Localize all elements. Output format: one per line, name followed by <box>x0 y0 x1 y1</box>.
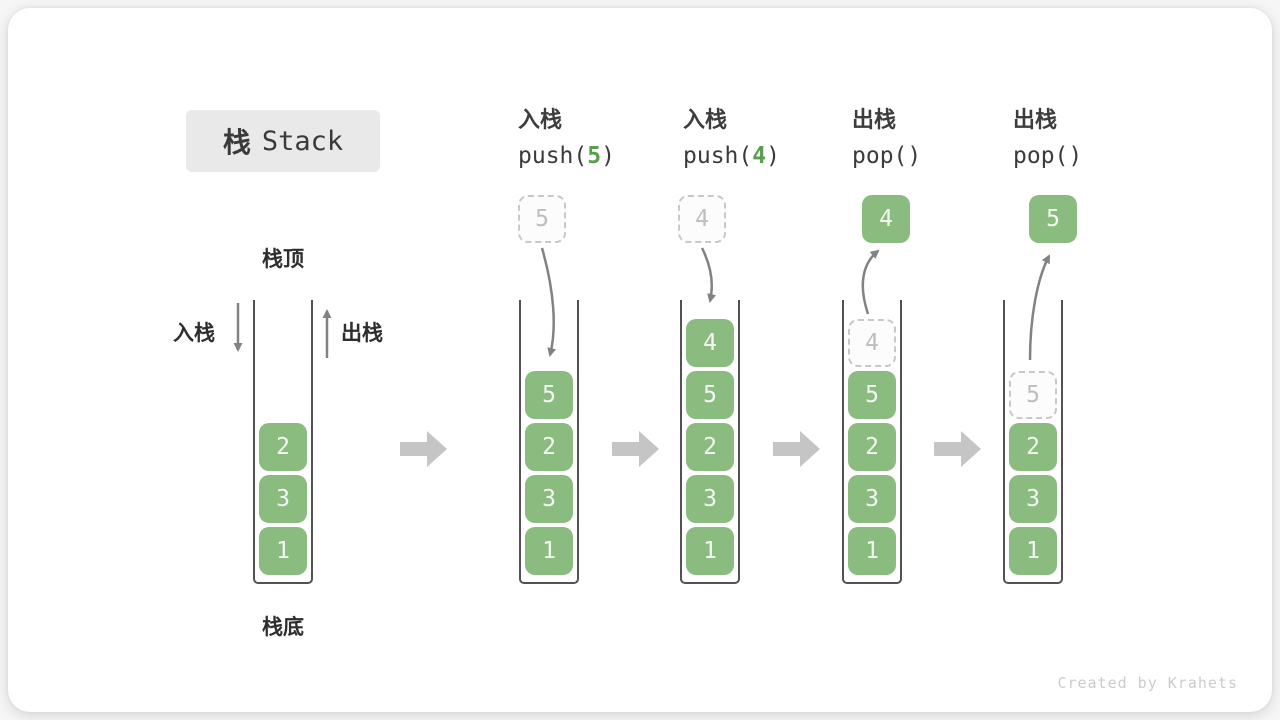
push-side-label: 入栈 <box>173 322 215 345</box>
op-code-suffix: ) <box>601 143 615 169</box>
stack-box: 5 <box>848 371 896 419</box>
flow-arrow-icon <box>773 431 820 467</box>
op-header-push-5: 入栈 push(5) <box>518 106 615 170</box>
op-label: 入栈 <box>683 107 728 132</box>
stack-box: 2 <box>686 423 734 471</box>
op-code: pop() <box>852 142 921 170</box>
flow-arrow-icon <box>934 431 981 467</box>
removed-ghost-box: 5 <box>1009 371 1057 419</box>
stack-box: 1 <box>686 527 734 575</box>
pop-side-label: 出栈 <box>341 322 383 345</box>
stack-box: 2 <box>1009 423 1057 471</box>
op-code-suffix: ) <box>1068 143 1083 169</box>
op-header-push-4: 入栈 push(4) <box>683 106 780 170</box>
stack-top-label: 栈顶 <box>262 248 304 271</box>
stack-box: 5 <box>686 371 734 419</box>
title-chinese: 栈 <box>222 127 251 158</box>
title-english: Stack <box>261 125 344 157</box>
stack-box: 1 <box>259 527 307 575</box>
op-code-prefix: pop( <box>852 143 908 169</box>
incoming-ghost-box: 4 <box>678 195 726 243</box>
stack-box: 3 <box>848 475 896 523</box>
popped-box: 4 <box>862 195 910 243</box>
stack-box: 4 <box>686 319 734 367</box>
op-code-arg: 4 <box>752 143 767 169</box>
op-code-arg: 5 <box>587 143 602 169</box>
stack-box: 1 <box>1009 527 1057 575</box>
removed-ghost-box: 4 <box>848 319 896 367</box>
stack-box: 5 <box>525 371 573 419</box>
op-code: pop() <box>1013 142 1082 170</box>
stack-box: 2 <box>259 423 307 471</box>
op-label: 出栈 <box>852 107 897 132</box>
stack-box: 3 <box>686 475 734 523</box>
op-code-prefix: push( <box>518 143 588 169</box>
stack-box: 3 <box>525 475 573 523</box>
op-code-prefix: push( <box>683 143 753 169</box>
stack-box: 1 <box>525 527 573 575</box>
op-code-suffix: ) <box>907 143 922 169</box>
title-badge: 栈 Stack <box>186 110 380 172</box>
op-code: push(4) <box>683 142 780 170</box>
stack-box: 2 <box>525 423 573 471</box>
stack-box: 3 <box>259 475 307 523</box>
push-motion-arrow-icon <box>700 247 716 303</box>
flow-arrow-icon <box>400 431 447 467</box>
flow-arrow-icon <box>612 431 659 467</box>
op-code: push(5) <box>518 142 615 170</box>
op-label: 入栈 <box>518 107 563 132</box>
stack-box: 1 <box>848 527 896 575</box>
watermark: Created by Krahets <box>1057 674 1238 692</box>
op-code-suffix: ) <box>766 143 780 169</box>
stack-box: 2 <box>848 423 896 471</box>
op-label: 出栈 <box>1013 107 1058 132</box>
op-code-prefix: pop( <box>1013 143 1069 169</box>
stack-bottom-label: 栈底 <box>262 616 304 639</box>
incoming-ghost-box: 5 <box>518 195 566 243</box>
op-header-pop-2: 出栈 pop() <box>1013 106 1082 170</box>
popped-box: 5 <box>1029 195 1077 243</box>
stack-box: 3 <box>1009 475 1057 523</box>
op-header-pop-1: 出栈 pop() <box>852 106 921 170</box>
